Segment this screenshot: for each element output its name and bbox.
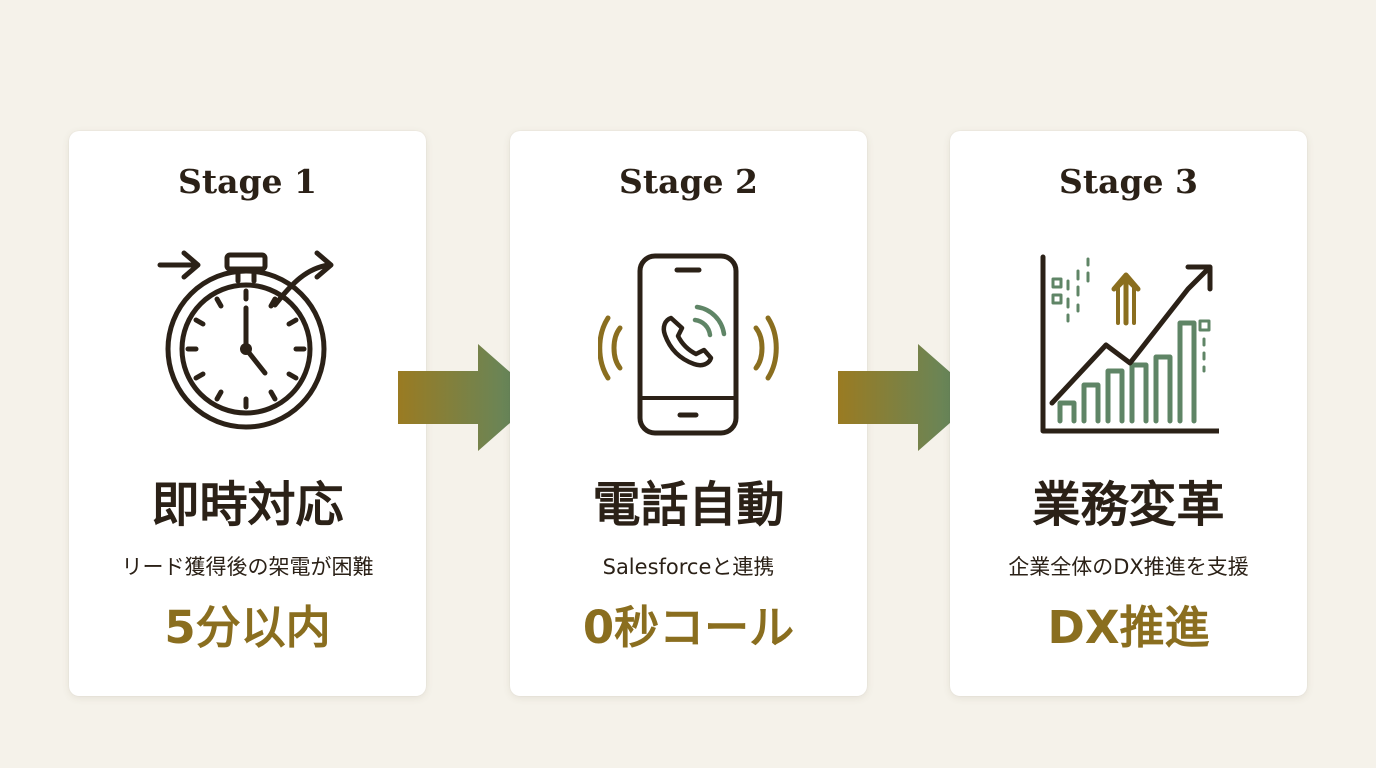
stage-metric: 0秒コール (582, 601, 795, 654)
stage-label: Stage 2 (619, 162, 758, 201)
stage-metric: DX推進 (1047, 601, 1210, 654)
growth-chart-icon (1040, 254, 1219, 434)
stage-label: Stage 3 (1059, 162, 1198, 201)
stopwatch-icon (157, 250, 334, 430)
stage-description: 企業全体のDX推進を支援 (1008, 555, 1249, 579)
flow-arrow-right-icon (398, 344, 539, 451)
stage-label: Stage 1 (178, 162, 317, 201)
flow-arrow-right-icon (838, 344, 979, 451)
ringing-smartphone-icon (598, 253, 779, 436)
stage-description: リード獲得後の架電が困難 (121, 555, 374, 579)
stage-metric: 5分以内 (164, 601, 331, 654)
stage-heading: 業務変革 (1032, 477, 1225, 533)
stage-card-2: Stage 2 電話自動 Salesforceと連携 0秒コール (510, 131, 867, 696)
stage-card-1: Stage 1 (69, 131, 426, 696)
stage-card-3: Stage 3 (950, 131, 1307, 696)
stage-description: Salesforceと連携 (602, 555, 775, 579)
stage-heading: 電話自動 (592, 477, 785, 533)
stage-heading: 即時対応 (151, 477, 344, 533)
